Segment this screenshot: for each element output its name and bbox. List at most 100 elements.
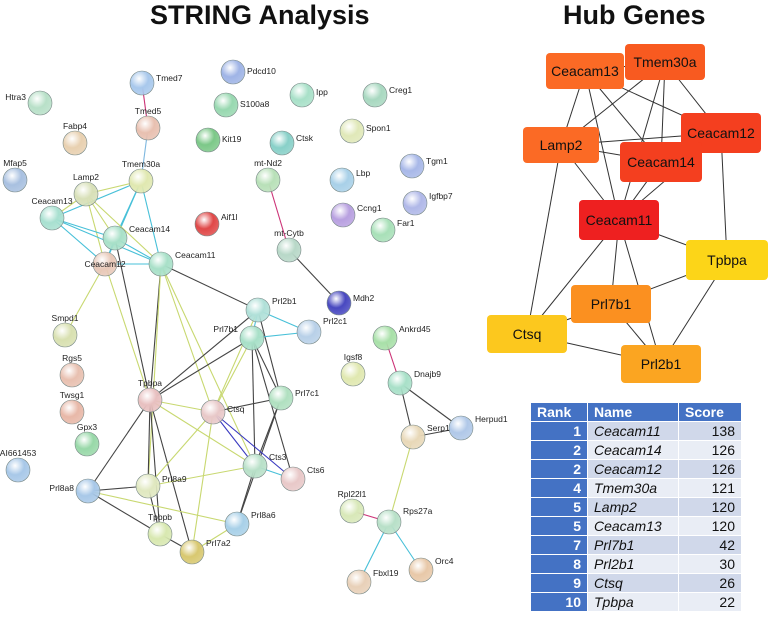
string-node-prl7c1[interactable]: Prl7c1 <box>268 385 319 411</box>
string-node-label: Ipp <box>316 87 328 97</box>
hub-node-tpbpa[interactable]: Tpbpa <box>686 240 768 280</box>
string-node-lbp[interactable]: Lbp <box>329 167 370 193</box>
string-node-prl2c1[interactable]: Prl2c1 <box>296 316 347 345</box>
string-node-ankrd45[interactable]: Ankrd45 <box>372 324 431 351</box>
string-node-mdh2[interactable]: Mdh2 <box>326 290 375 316</box>
hub-node-prl7b1[interactable]: Prl7b1 <box>571 285 651 323</box>
name-cell: Ceacam14 <box>587 440 679 460</box>
rank-cell: 8 <box>530 554 588 574</box>
string-node-s100a8[interactable]: S100a8 <box>213 92 270 118</box>
string-node-orc4[interactable]: Orc4 <box>408 556 454 583</box>
edge-Ctsq-Prl7a2 <box>191 411 214 553</box>
string-node-tmed5[interactable]: Tmed5 <box>135 106 162 141</box>
string-node-prl2b1[interactable]: Prl2b1 <box>245 296 297 323</box>
string-node-tgm1[interactable]: Tgm1 <box>399 153 448 179</box>
hub-node-ceacam14[interactable]: Ceacam14 <box>620 142 702 182</box>
hub-node-lamp2[interactable]: Lamp2 <box>523 127 599 163</box>
string-node-prl7b1[interactable]: Prl7b1 <box>213 324 265 351</box>
hub-node-ceacam11[interactable]: Ceacam11 <box>579 200 659 240</box>
string-node-rps27a[interactable]: Rps27a <box>376 506 433 535</box>
string-node-label: Gpx3 <box>77 422 98 432</box>
hub-node-ceacam12[interactable]: Ceacam12 <box>681 113 761 153</box>
string-node-kit19[interactable]: Kit19 <box>195 127 242 153</box>
score-cell: 30 <box>678 554 742 574</box>
string-node-cts3[interactable]: Cts3 <box>242 452 287 479</box>
hub-edge-Lamp2-Ctsq <box>526 144 562 335</box>
string-node-prl7a2[interactable]: Prl7a2 <box>179 538 231 565</box>
edge-Cts3-Prl8a9 <box>147 465 256 487</box>
rank-cell: 1 <box>530 421 588 441</box>
string-node-mt-cytb[interactable]: mt-Cytb <box>274 228 304 263</box>
string-node-label: Mfap5 <box>3 158 27 168</box>
string-node-ipp[interactable]: Ipp <box>289 82 328 108</box>
string-node-herpud1[interactable]: Herpud1 <box>448 414 508 441</box>
string-node-mt-nd2[interactable]: mt-Nd2 <box>254 158 282 193</box>
string-node-igfbp7[interactable]: Igfbp7 <box>402 190 453 216</box>
string-node-gpx3[interactable]: Gpx3 <box>74 422 100 457</box>
rank-cell: 2 <box>530 459 588 479</box>
rank-header: Rank <box>530 402 588 422</box>
string-node-label: Ceacam11 <box>175 250 216 260</box>
string-node-ceacam11[interactable]: Ceacam11 <box>148 250 216 277</box>
edge-Ceacam11-Prl8a9 <box>147 263 162 487</box>
string-node-ceacam12[interactable]: Ceacam12 <box>84 251 126 277</box>
hub-title: Hub Genes <box>563 0 706 30</box>
string-node-rgs5[interactable]: Rgs5 <box>59 353 85 388</box>
string-node-tpbpa[interactable]: Tpbpa <box>137 378 162 413</box>
edge-Prl7b1-Cts6 <box>251 337 294 480</box>
string-node-smpd1[interactable]: Smpd1 <box>52 313 79 348</box>
string-node-htra3[interactable]: Htra3 <box>5 90 53 116</box>
string-node-mfap5[interactable]: Mfap5 <box>2 158 28 193</box>
string-node-cts6[interactable]: Cts6 <box>280 465 325 492</box>
string-node-ccng1[interactable]: Ccng1 <box>330 202 382 228</box>
string-node-tmem30a[interactable]: Tmem30a <box>122 159 161 194</box>
score-cell: 120 <box>678 516 742 536</box>
string-node-ctsq[interactable]: Ctsq <box>200 399 245 425</box>
string-node-prl8a6[interactable]: Prl8a6 <box>224 510 276 537</box>
string-node-ceacam14[interactable]: Ceacam14 <box>102 224 170 251</box>
string-node-label: Ceacam14 <box>129 224 170 234</box>
edge-Ceacam11-Prl2b1 <box>160 263 259 311</box>
string-node-pdcd10[interactable]: Pdcd10 <box>220 59 276 85</box>
score-cell: 26 <box>678 573 742 593</box>
hub-node-ceacam13[interactable]: Ceacam13 <box>546 53 624 89</box>
string-node-prl8a8[interactable]: Prl8a8 <box>49 478 101 504</box>
edge-Ctsq-Cts6 <box>212 411 294 480</box>
edge-Ceacam12-Tpbpa <box>104 263 151 401</box>
string-node-ceacam13[interactable]: Ceacam13 <box>31 196 73 231</box>
score-cell: 121 <box>678 478 742 498</box>
string-node-spon1[interactable]: Spon1 <box>339 118 391 144</box>
string-node-label: Tmem30a <box>122 159 161 169</box>
string-node-fbxl19[interactable]: Fbxl19 <box>346 568 399 595</box>
string-node-ai661453[interactable]: AI661453 <box>0 448 36 483</box>
string-node-fabp4[interactable]: Fabp4 <box>62 121 87 156</box>
string-node-far1[interactable]: Far1 <box>370 217 415 243</box>
name-cell: Ceacam12 <box>587 459 679 479</box>
hub-node-label: Prl2b1 <box>641 356 682 372</box>
string-node-label: Rgs5 <box>62 353 82 363</box>
string-node-tpbpb[interactable]: Tpbpb <box>147 512 172 547</box>
string-node-serp1[interactable]: Serp1 <box>400 423 450 450</box>
hub-node-tmem30a[interactable]: Tmem30a <box>625 44 705 80</box>
string-node-rpl22l1[interactable]: Rpl22l1 <box>338 489 367 524</box>
string-node-label: Dnajb9 <box>414 369 441 379</box>
string-node-tmed7[interactable]: Tmed7 <box>129 70 183 96</box>
string-node-ctsk[interactable]: Ctsk <box>269 130 314 156</box>
string-node-label: Tgm1 <box>426 156 448 166</box>
string-node-aif1l[interactable]: Aif1l <box>194 211 238 237</box>
hub-edge-Ceacam13-Ceacam11 <box>584 70 620 221</box>
string-node-label: Tpbpa <box>138 378 162 388</box>
string-node-prl8a9[interactable]: Prl8a9 <box>135 473 187 499</box>
score-cell: 22 <box>678 592 742 612</box>
hub-node-ctsq[interactable]: Ctsq <box>487 315 567 353</box>
string-node-lamp2[interactable]: Lamp2 <box>73 172 99 207</box>
string-node-igsf8[interactable]: Igsf8 <box>340 352 366 387</box>
hub-node-prl2b1[interactable]: Prl2b1 <box>621 345 701 383</box>
string-node-label: Igsf8 <box>344 352 363 362</box>
string-node-creg1[interactable]: Creg1 <box>362 82 412 108</box>
string-node-dnajb9[interactable]: Dnajb9 <box>387 369 441 396</box>
string-node-twsg1[interactable]: Twsg1 <box>59 390 85 425</box>
